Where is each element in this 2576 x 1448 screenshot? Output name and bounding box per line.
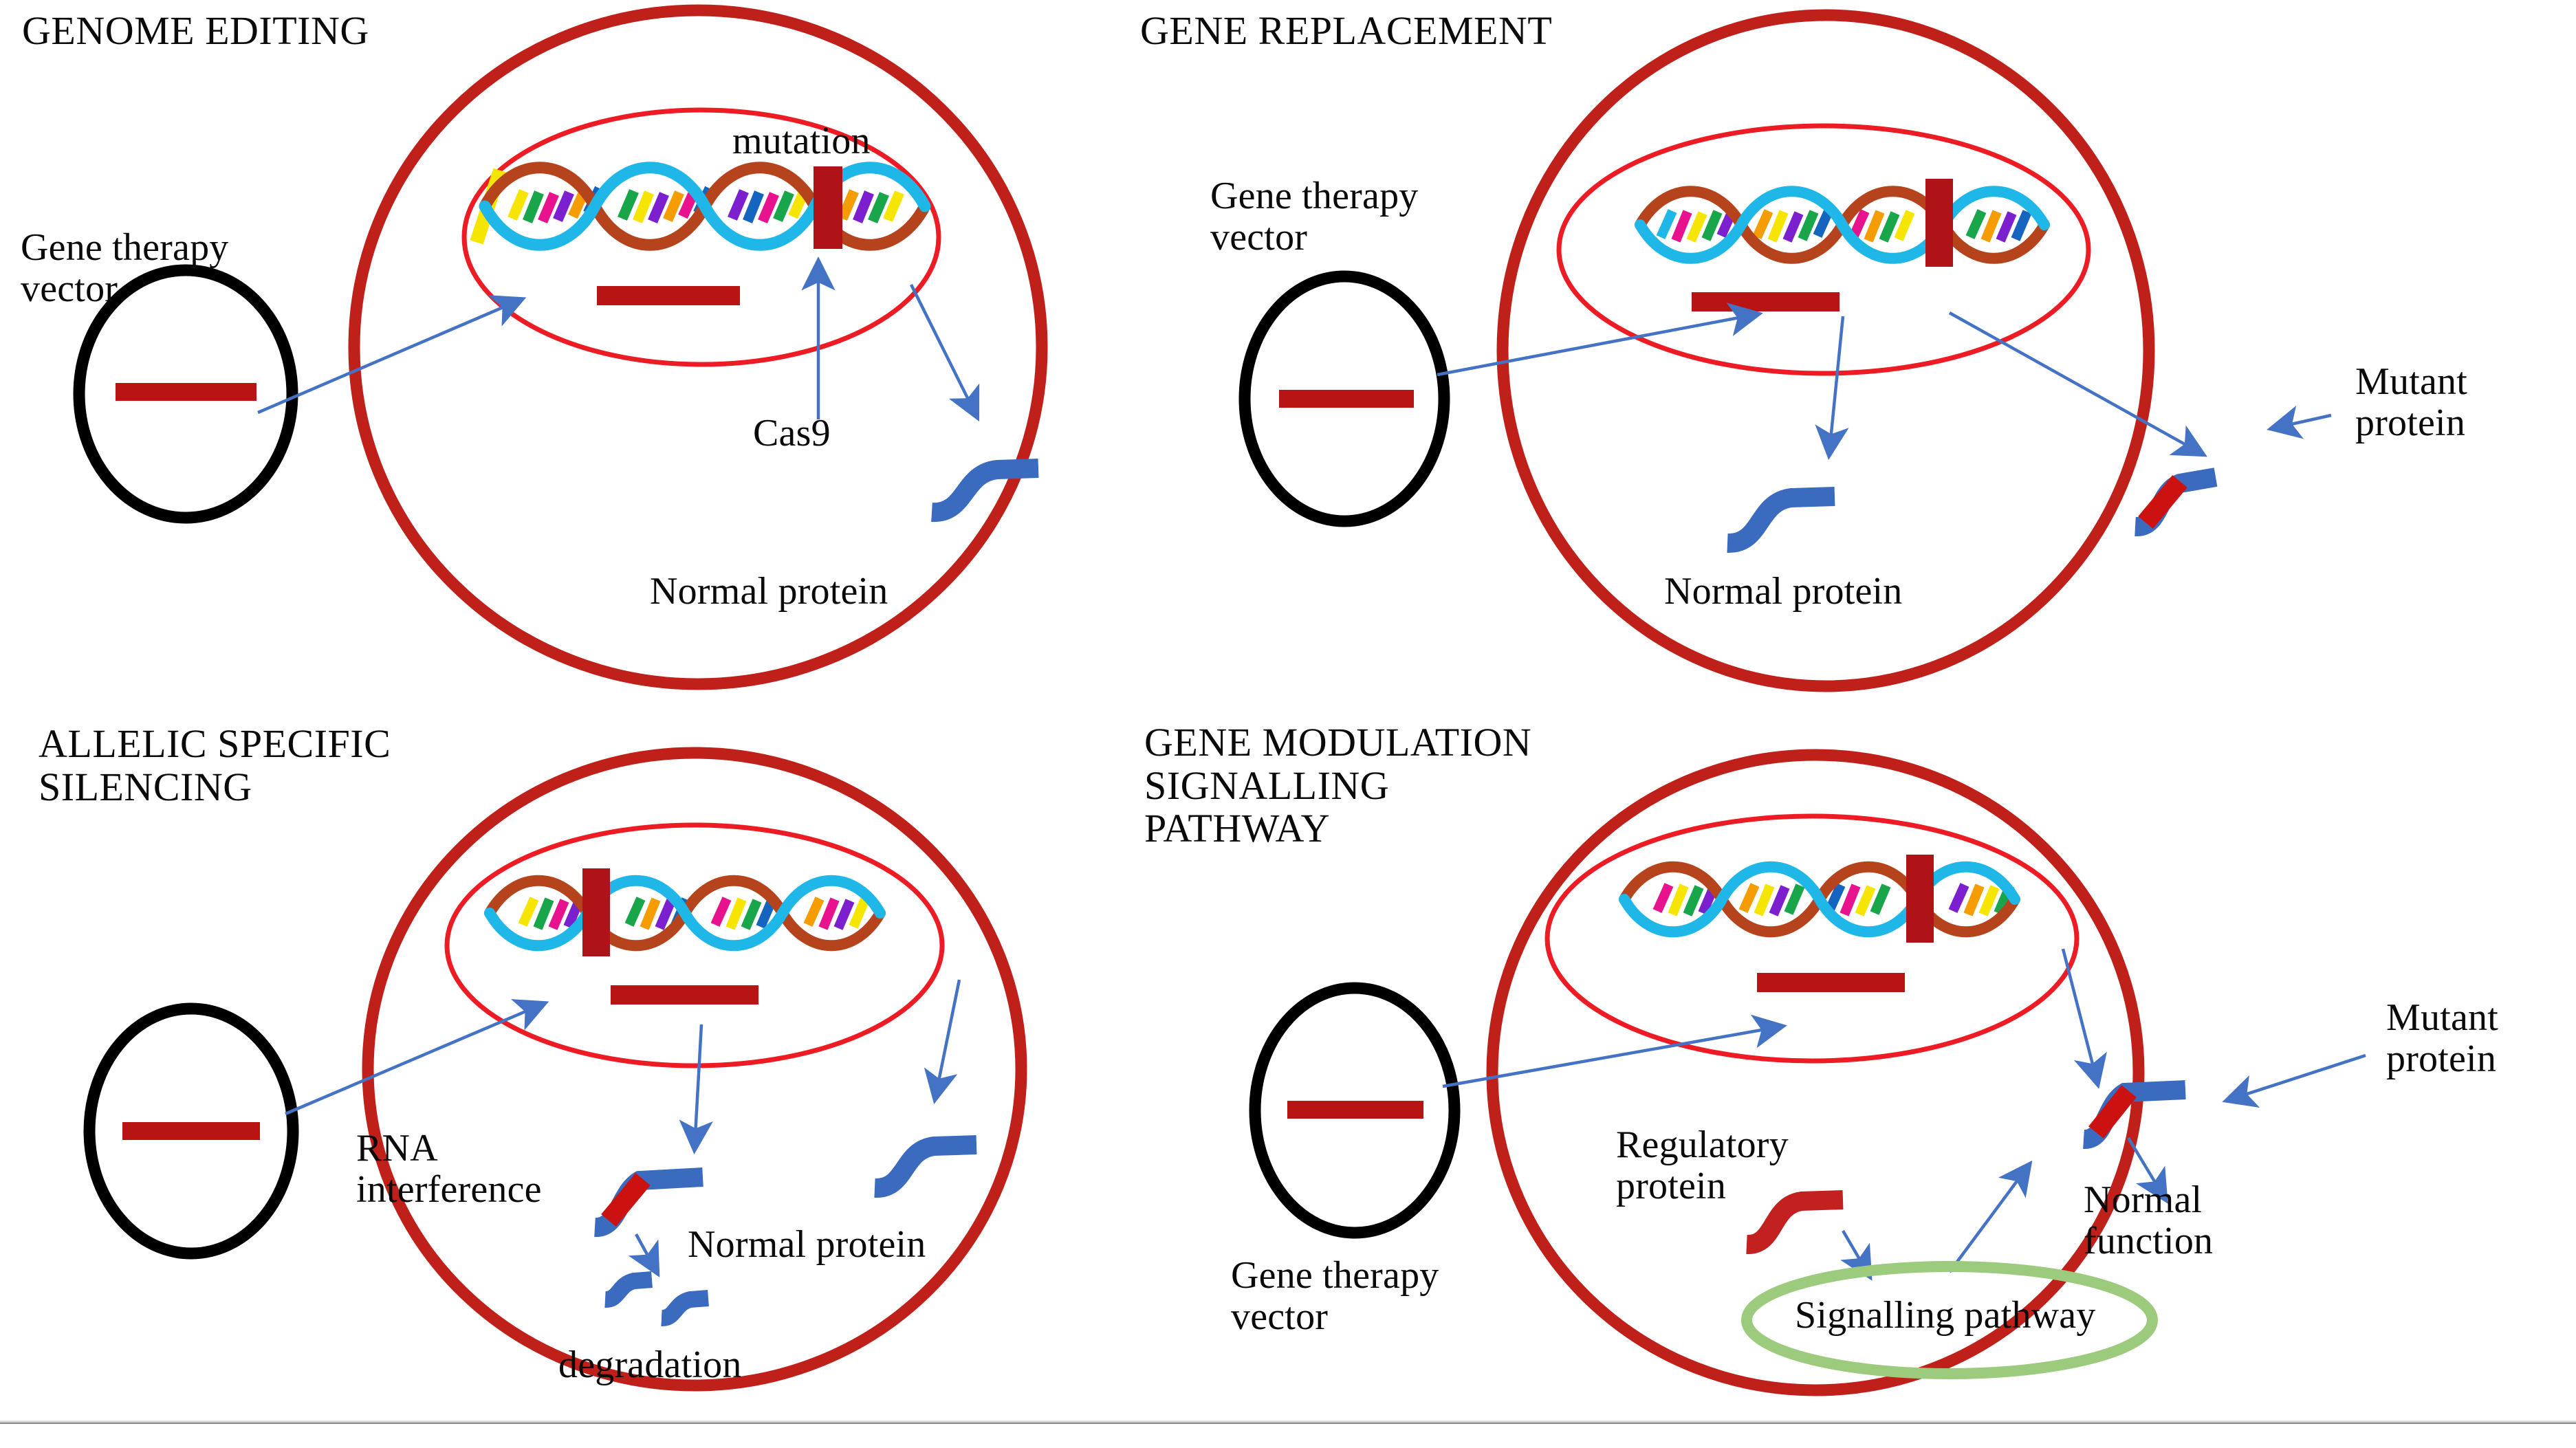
panel-title: GENOME EDITING [22, 8, 369, 53]
normal-protein [931, 459, 1039, 522]
degradation-fragments [604, 1271, 709, 1326]
arrow-mutant-label [2267, 406, 2332, 439]
nucleus [1556, 123, 2091, 376]
panel-title: GENE MODULATION SIGNALLING PATHWAY [1144, 720, 1532, 851]
regulatory-protein-label: Regulatory protein [1616, 1123, 1789, 1208]
arrow-nucleus-to-protein [909, 283, 980, 422]
normal-protein-label: Normal protein [688, 1223, 926, 1266]
nucleus [461, 107, 941, 367]
gene-therapy-vector [73, 264, 298, 524]
gene-insert-bar [611, 985, 758, 1005]
normal-protein [874, 1135, 977, 1198]
vector-gene-bar [122, 1122, 260, 1140]
panel-gene-replacement-graphics [1238, 9, 2332, 692]
arrow-mutant-to-function [2127, 1137, 2168, 1204]
arrow-to-mutant-protein [1948, 311, 2207, 457]
gene-therapy-vector [1238, 270, 1450, 527]
arrow-to-rnai [679, 1024, 713, 1154]
nucleus [1544, 813, 2080, 1064]
arrow-to-degradation [628, 1233, 660, 1277]
cell-membrane [1486, 749, 2145, 1396]
normal-protein [1727, 487, 1835, 553]
signalling-pathway-oval [1741, 1261, 2158, 1379]
degradation-label: degradation [558, 1343, 742, 1386]
dna-helix [1619, 861, 2020, 938]
arrow-to-mutant-protein [2061, 948, 2107, 1089]
gene-therapy-vector [83, 1002, 299, 1260]
arrow-to-normal-protein [924, 979, 961, 1104]
rna-interference-label: RNA interference [356, 1127, 542, 1211]
mutant-protein-label: Mutant protein [2386, 996, 2498, 1081]
cell-membrane [1496, 9, 2155, 692]
flow-arrows [285, 979, 961, 1277]
panel-title: GENE REPLACEMENT [1140, 8, 1553, 53]
bottom-rule [0, 1420, 2576, 1424]
flow-arrows [1437, 303, 2332, 460]
panel-allelic-specific-silencing: ALLELIC SPECIFIC SILENCING RNA interfere… [0, 712, 1169, 1413]
mutation-bar [1925, 179, 1953, 267]
vector-label: Gene therapy vector [1210, 175, 1419, 259]
mutant-protein [2135, 468, 2218, 536]
cell-membrane [348, 4, 1048, 690]
gene-insert-bar [1757, 973, 1905, 992]
gene-insert-bar [1692, 292, 1840, 311]
panel-gene-modulation-graphics [1249, 749, 2366, 1396]
mutation-bar [582, 868, 610, 956]
dna-helix [1635, 186, 2050, 264]
arrow-vector-to-nucleus [1442, 1014, 1787, 1088]
arrow-vector-to-nucleus [257, 295, 527, 415]
regulatory-protein [1746, 1190, 1844, 1254]
vector-label: Gene therapy vector [21, 226, 229, 311]
flow-arrows [257, 256, 980, 422]
gene-therapy-vector [1249, 982, 1461, 1239]
gene-insert-bar [597, 286, 740, 305]
panel-genome-editing: GENOME EDITING Gene therapy vector mutat… [0, 0, 1169, 712]
arrow-pathway-to-function [1948, 1160, 2033, 1273]
panel-genome-editing-graphics [73, 4, 1048, 690]
mutant-protein [594, 1167, 703, 1237]
cell-membrane [362, 747, 1027, 1392]
cas9-label: Cas9 [753, 412, 831, 454]
mutant-protein [2082, 1080, 2186, 1149]
arrow-to-normal-protein [1815, 316, 1849, 460]
mutant-protein-label: Mutant protein [2355, 360, 2467, 445]
vector-gene-bar [1279, 390, 1414, 408]
normal-function-label: Normal function [2084, 1178, 2214, 1263]
mutation-bar [814, 166, 842, 249]
normal-protein-label: Normal protein [650, 570, 888, 613]
panel-gene-modulation-signalling-pathway: GENE MODULATION SIGNALLING PATHWAY Gene … [1135, 712, 2576, 1413]
mutation-label: mutation [732, 120, 871, 162]
flow-arrows [1442, 948, 2366, 1281]
nucleus [444, 822, 945, 1068]
arrow-vector-to-nucleus [285, 999, 549, 1116]
panel-allelic-specific-silencing-graphics [83, 747, 1027, 1392]
arrow-vector-to-nucleus [1437, 303, 1763, 377]
normal-protein-label: Normal protein [1664, 570, 1903, 613]
dna-helix [470, 162, 931, 251]
dna-helix [484, 875, 886, 952]
arrow-mutant-label [2222, 1053, 2366, 1108]
signalling-pathway-label: Signalling pathway [1795, 1294, 2096, 1337]
vector-gene-bar [116, 383, 256, 401]
vector-gene-bar [1287, 1101, 1423, 1119]
panel-title: ALLELIC SPECIFIC SILENCING [39, 721, 391, 809]
panel-gene-replacement: GENE REPLACEMENT Gene therapy vector Mut… [1135, 0, 2576, 712]
dna-strand-b [479, 162, 931, 251]
vector-label: Gene therapy vector [1231, 1254, 1439, 1339]
mutation-bar [1906, 855, 1934, 943]
